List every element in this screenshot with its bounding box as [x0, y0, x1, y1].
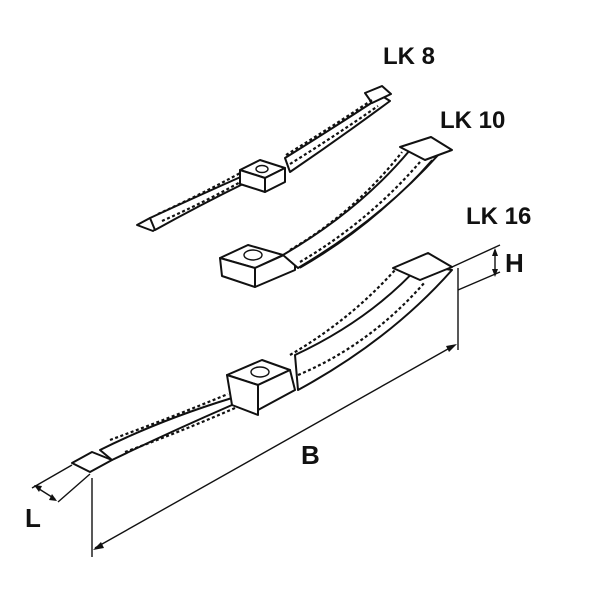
part-lk16: [71, 252, 453, 473]
dimension-lines: [31, 244, 501, 557]
part-lk8: [136, 85, 392, 232]
label-lk10: LK 10: [440, 107, 505, 134]
dimension-label-l: L: [25, 503, 41, 533]
part-lk10: [219, 136, 453, 288]
label-lk16: LK 16: [466, 203, 531, 230]
label-lk8: LK 8: [383, 43, 435, 70]
dimension-label-b: B: [301, 440, 320, 470]
dimension-label-h: H: [505, 248, 524, 278]
